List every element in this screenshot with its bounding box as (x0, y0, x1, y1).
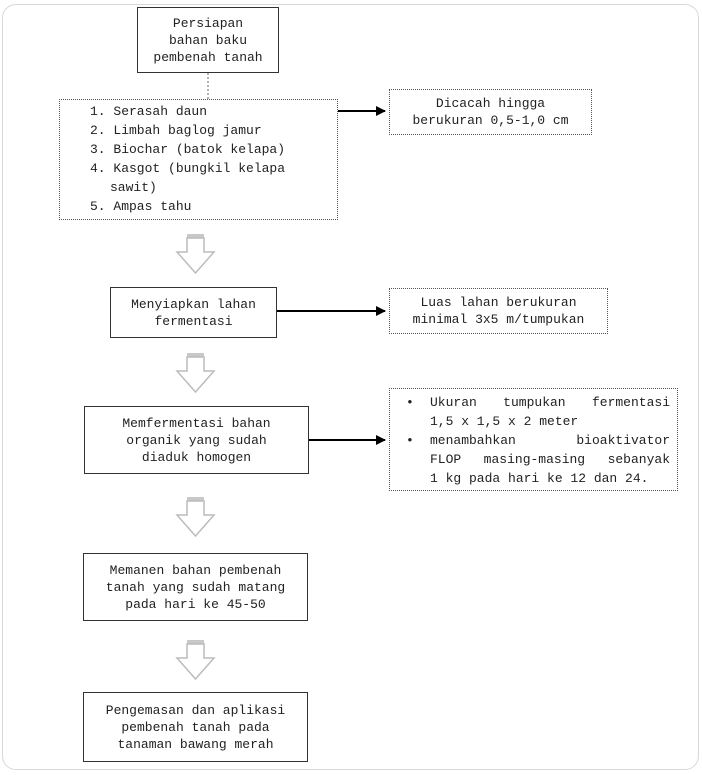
step-prepare-land-box: Menyiapkan lahan fermentasi (110, 287, 277, 338)
step-text: diaduk homogen (141, 449, 252, 465)
materials-list: 1. Serasah daun 2. Limbah baglog jamur 3… (90, 102, 285, 216)
note-text: FLOP masing-masing sebanyak (430, 452, 670, 467)
note-text: 1 kg pada hari ke 12 dan 24. (430, 471, 649, 486)
step-text: Menyiapkan lahan (131, 296, 256, 312)
list-item: 5. Ampas tahu (90, 199, 192, 214)
step-text: tanaman bawang merah (117, 736, 274, 752)
list-item: 4. Kasgot (bungkil kelapa (90, 161, 286, 176)
step-text: pembenah tanah pada (121, 719, 270, 735)
step-text: pembenah tanah (153, 49, 263, 65)
step-text: tanah yang sudah matang (105, 579, 286, 595)
step-text: Memfermentasi bahan (122, 415, 271, 431)
note-text: menambahkan bioaktivator (430, 433, 670, 448)
step-fermentation-box: Memfermentasi bahan organik yang sudah d… (84, 406, 309, 474)
down-arrow-icon (175, 497, 216, 538)
note-text: Dicacah hingga (435, 96, 546, 111)
step-text: bahan baku (168, 32, 247, 48)
note-text: Ukuran tumpukan fermentasi (430, 395, 670, 410)
fermentation-notes: • Ukuran tumpukan fermentasi 1,5 x 1,5 x… (400, 393, 670, 488)
bullet-icon: • (406, 395, 414, 410)
note-land-area-box: Luas lahan berukuran minimal 3x5 m/tumpu… (389, 288, 608, 334)
outer-frame (2, 4, 699, 770)
bullet-item: • Ukuran tumpukan fermentasi 1,5 x 1,5 x… (400, 393, 670, 431)
step-text: Pengemasan dan aplikasi (105, 702, 286, 718)
down-arrow-icon (175, 353, 216, 394)
step-text: organik yang sudah (126, 432, 267, 448)
step-preparation-box: Persiapan bahan baku pembenah tanah (137, 7, 279, 73)
list-item: 1. Serasah daun (90, 104, 208, 119)
note-text: minimal 3x5 m/tumpukan (412, 312, 585, 327)
step-text: fermentasi (154, 313, 233, 329)
down-arrow-icon (175, 234, 216, 275)
note-text: 1,5 x 1,5 x 2 meter (430, 414, 579, 429)
note-fermentation-box (389, 388, 678, 491)
step-packaging-box: Pengemasan dan aplikasi pembenah tanah p… (83, 692, 308, 762)
note-text: Luas lahan berukuran (420, 295, 577, 310)
step-harvest-box: Memanen bahan pembenah tanah yang sudah … (83, 553, 308, 621)
bullet-item: • menambahkan bioaktivator FLOP masing-m… (400, 431, 670, 488)
bullet-icon: • (406, 433, 414, 448)
list-item: sawit) (110, 180, 157, 195)
materials-list-box (59, 99, 338, 220)
list-item: 2. Limbah baglog jamur (90, 123, 262, 138)
down-arrow-icon (175, 640, 216, 681)
step-text: pada hari ke 45-50 (125, 596, 266, 612)
note-text: berukuran 0,5-1,0 cm (412, 113, 569, 128)
step-text: Memanen bahan pembenah (109, 562, 282, 578)
step-text: Persiapan (172, 15, 244, 31)
note-chopping-box: Dicacah hingga berukuran 0,5-1,0 cm (389, 89, 592, 135)
list-item: 3. Biochar (batok kelapa) (90, 142, 286, 157)
